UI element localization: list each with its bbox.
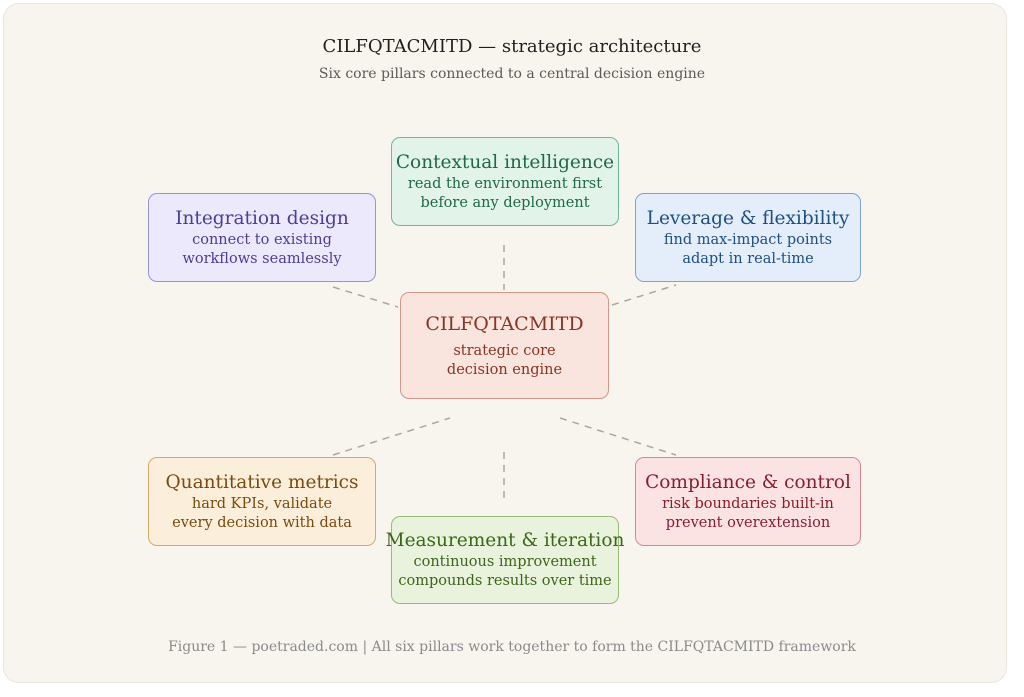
- node-desc-line2: before any deployment: [420, 194, 590, 211]
- figure-caption: Figure 1 — poetraded.com | All six pilla…: [168, 639, 856, 655]
- node-leverage-flexibility: Leverage & flexibility find max-impact p…: [635, 193, 861, 282]
- connector-core-leverage: [611, 284, 677, 306]
- connector-core-quantitative: [332, 417, 451, 456]
- connector-core-integration: [332, 286, 399, 308]
- node-title: Compliance & control: [645, 471, 851, 493]
- node-measurement-iteration: Measurement & iteration continuous impro…: [386, 516, 624, 604]
- diagram-subtitle: Six core pillars connected to a central …: [318, 66, 706, 82]
- node-integration-design: Integration design connect to existing w…: [148, 193, 376, 282]
- node-desc-line2: prevent overextension: [665, 514, 831, 531]
- node-core-engine: CILFQTACMITD strategic core decision eng…: [400, 292, 609, 399]
- node-title: Integration design: [175, 207, 349, 229]
- node-title: Leverage & flexibility: [646, 207, 850, 229]
- node-compliance-control: Compliance & control risk boundaries bui…: [635, 457, 861, 546]
- node-desc-line2: every decision with data: [172, 514, 352, 531]
- node-desc-line1: risk boundaries built-in: [662, 495, 834, 512]
- node-title: Quantitative metrics: [165, 471, 359, 493]
- node-desc-line2: compounds results over time: [398, 573, 612, 589]
- connector-core-compliance: [559, 417, 677, 456]
- node-desc-line2: adapt in real-time: [682, 250, 814, 267]
- node-desc-line1: hard KPIs, validate: [191, 495, 333, 512]
- node-title: Contextual intelligence: [395, 151, 615, 173]
- diagram-title: CILFQTACMITD — strategic architecture: [322, 36, 702, 57]
- node-desc-line1: strategic core: [453, 342, 556, 359]
- node-desc-line1: read the environment first: [407, 175, 603, 192]
- node-title: CILFQTACMITD: [425, 312, 584, 335]
- node-desc-line1: find max-impact points: [663, 231, 833, 248]
- node-desc-line2: workflows seamlessly: [182, 250, 342, 267]
- node-desc-line1: continuous improvement: [413, 554, 597, 570]
- node-title: Measurement & iteration: [385, 530, 625, 551]
- node-contextual-intelligence: Contextual intelligence read the environ…: [391, 137, 619, 226]
- node-quantitative-metrics: Quantitative metrics hard KPIs, validate…: [148, 457, 376, 546]
- node-desc-line2: decision engine: [446, 361, 563, 378]
- node-desc-line1: connect to existing: [192, 231, 332, 248]
